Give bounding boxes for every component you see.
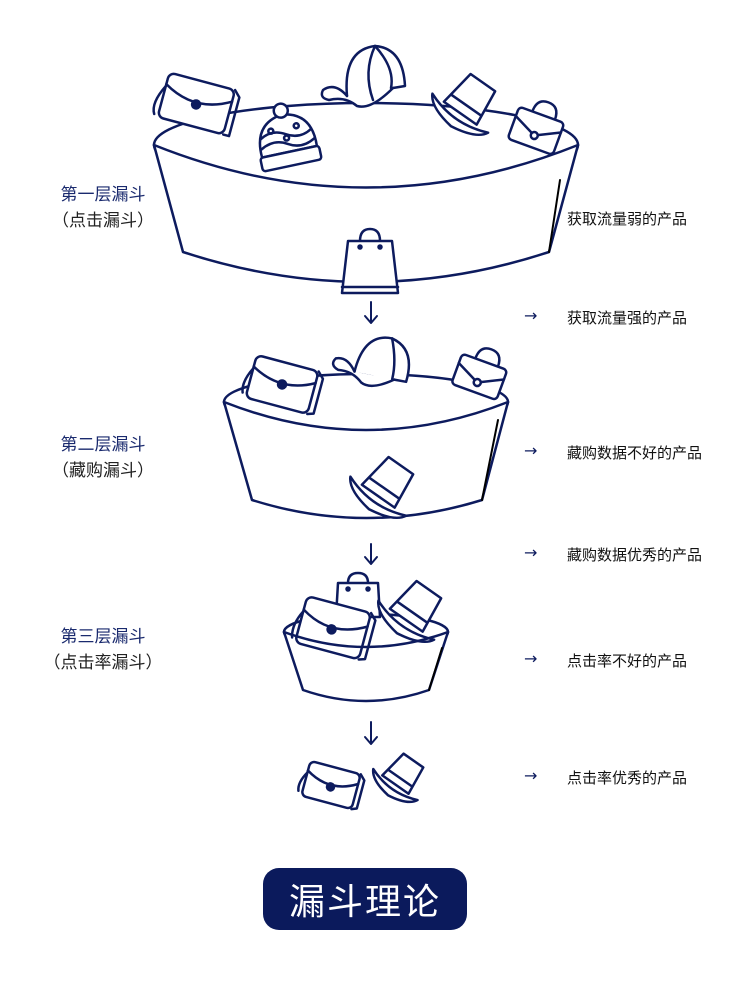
shopping-bag-icon bbox=[340, 227, 400, 295]
layer-title: 第一层漏斗 bbox=[60, 185, 146, 205]
handbag-icon bbox=[297, 760, 366, 811]
beanie-icon bbox=[258, 102, 323, 173]
handbag-icon bbox=[241, 355, 325, 416]
bucket-hat-icon bbox=[349, 455, 415, 520]
note-good-ctr: 点击率优秀的产品 bbox=[567, 769, 688, 787]
right-arrow-icon: → bbox=[524, 306, 538, 325]
right-arrow-icon: → bbox=[524, 441, 538, 460]
handbag-icon bbox=[152, 72, 241, 138]
right-arrow-icon: → bbox=[524, 543, 538, 562]
down-arrow-icon bbox=[364, 301, 378, 324]
note-poor-ctr: 点击率不好的产品 bbox=[567, 652, 688, 670]
right-arrow-icon: → bbox=[524, 649, 538, 668]
note-poor-cart: 藏购数据不好的产品 bbox=[567, 444, 703, 462]
note-weak-traffic: 获取流量弱的产品 bbox=[567, 210, 688, 228]
layer-title: 第三层漏斗 bbox=[60, 627, 146, 647]
layer-label-1: 第一层漏斗 （点击漏斗） bbox=[3, 182, 203, 234]
bucket-hat-icon bbox=[377, 579, 443, 644]
down-arrow-icon bbox=[364, 721, 378, 745]
note-strong-traffic: 获取流量强的产品 bbox=[567, 309, 688, 327]
layer-label-2: 第二层漏斗 （藏购漏斗） bbox=[3, 432, 203, 484]
layer-subtitle: （点击漏斗） bbox=[52, 211, 154, 231]
purse-icon bbox=[507, 100, 565, 156]
title-badge: 漏斗理论 bbox=[263, 868, 467, 930]
layer-title: 第二层漏斗 bbox=[60, 435, 146, 455]
layer-subtitle: （藏购漏斗） bbox=[52, 461, 154, 481]
layer-label-3: 第三层漏斗 （点击率漏斗） bbox=[3, 624, 203, 676]
layer-subtitle: （点击率漏斗） bbox=[43, 653, 163, 673]
bucket-hat-icon bbox=[371, 752, 425, 804]
bucket-hat-icon bbox=[431, 72, 497, 137]
right-arrow-icon: → bbox=[524, 766, 538, 785]
cap-icon bbox=[331, 336, 411, 388]
purse-icon bbox=[451, 347, 508, 401]
handbag-icon bbox=[290, 596, 377, 661]
note-good-cart: 藏购数据优秀的产品 bbox=[567, 546, 703, 564]
cap-icon bbox=[320, 44, 407, 108]
down-arrow-icon bbox=[364, 543, 378, 565]
